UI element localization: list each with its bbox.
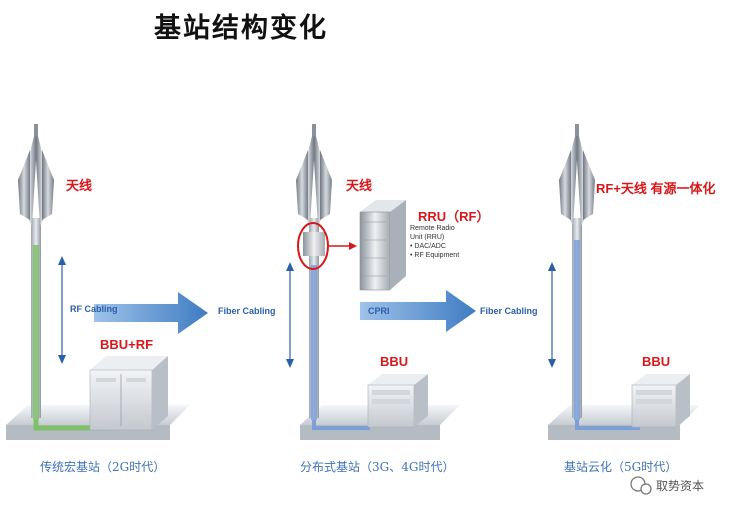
rf-cabling-label: RF Cabling bbox=[70, 304, 118, 314]
antenna-label-3g: 天线 bbox=[346, 178, 373, 193]
panel-5g bbox=[548, 124, 700, 440]
antenna-icon bbox=[18, 124, 54, 226]
rru-desc-line: • RF Equipment bbox=[410, 252, 460, 259]
fiber-cable-run bbox=[575, 420, 640, 430]
rf-cable bbox=[33, 245, 39, 420]
bbu-rf-cabinet bbox=[89, 356, 168, 431]
transition-arrow-2 bbox=[360, 290, 476, 332]
callout-arrow bbox=[328, 242, 357, 250]
caption-2g: 传统宏基站（2G时代） bbox=[40, 460, 166, 474]
bbu-cabinet bbox=[367, 374, 428, 428]
bbu-cabinet bbox=[631, 374, 690, 428]
bbu-label-3g: BBU bbox=[380, 354, 409, 369]
fiber-cable bbox=[311, 265, 317, 420]
active-antenna-icon bbox=[559, 124, 595, 226]
rru-title: RRU（RF） bbox=[418, 209, 490, 224]
rru-desc-line: Remote Radio bbox=[410, 225, 455, 232]
page-title: 基站结构变化 bbox=[154, 13, 328, 44]
rru-desc-line: Unit (RRU) bbox=[410, 234, 445, 241]
antenna-label-2g: 天线 bbox=[66, 178, 93, 193]
panel-3g-4g bbox=[286, 124, 460, 440]
fiber-cabling-label-2: Fiber Cabling bbox=[480, 306, 538, 316]
transition-arrow-1 bbox=[94, 292, 208, 334]
caption-3g-4g: 分布式基站（3G、4G时代） bbox=[300, 460, 455, 474]
panel-2g bbox=[6, 124, 190, 440]
rru-desc-line: • DAC/ADC bbox=[410, 243, 446, 250]
active-antenna-label: RF+天线 有源一体化 bbox=[596, 181, 716, 196]
antenna-icon bbox=[296, 124, 332, 226]
rru-span-arrow bbox=[286, 262, 294, 368]
watermark-text: 取势资本 bbox=[656, 479, 705, 493]
span-arrow bbox=[548, 262, 556, 368]
caption-5g: 基站云化（5G时代） bbox=[564, 460, 678, 474]
bbu-label-5g: BBU bbox=[642, 354, 671, 369]
fiber-cable-run bbox=[312, 420, 370, 430]
rf-cable-run bbox=[33, 420, 110, 431]
cabling-span-arrow bbox=[58, 256, 66, 364]
rru-on-tower-icon bbox=[303, 232, 325, 256]
fiber-cable bbox=[574, 240, 580, 420]
wechat-logo-icon bbox=[630, 476, 652, 495]
fiber-cabling-label-1: Fiber Cabling bbox=[218, 306, 276, 316]
bbu-rf-label: BBU+RF bbox=[100, 337, 154, 352]
rru-description: Remote Radio Unit (RRU) • DAC/ADC • RF E… bbox=[410, 224, 459, 260]
rru-unit-icon bbox=[359, 200, 406, 291]
cpri-label: CPRI bbox=[368, 306, 390, 316]
